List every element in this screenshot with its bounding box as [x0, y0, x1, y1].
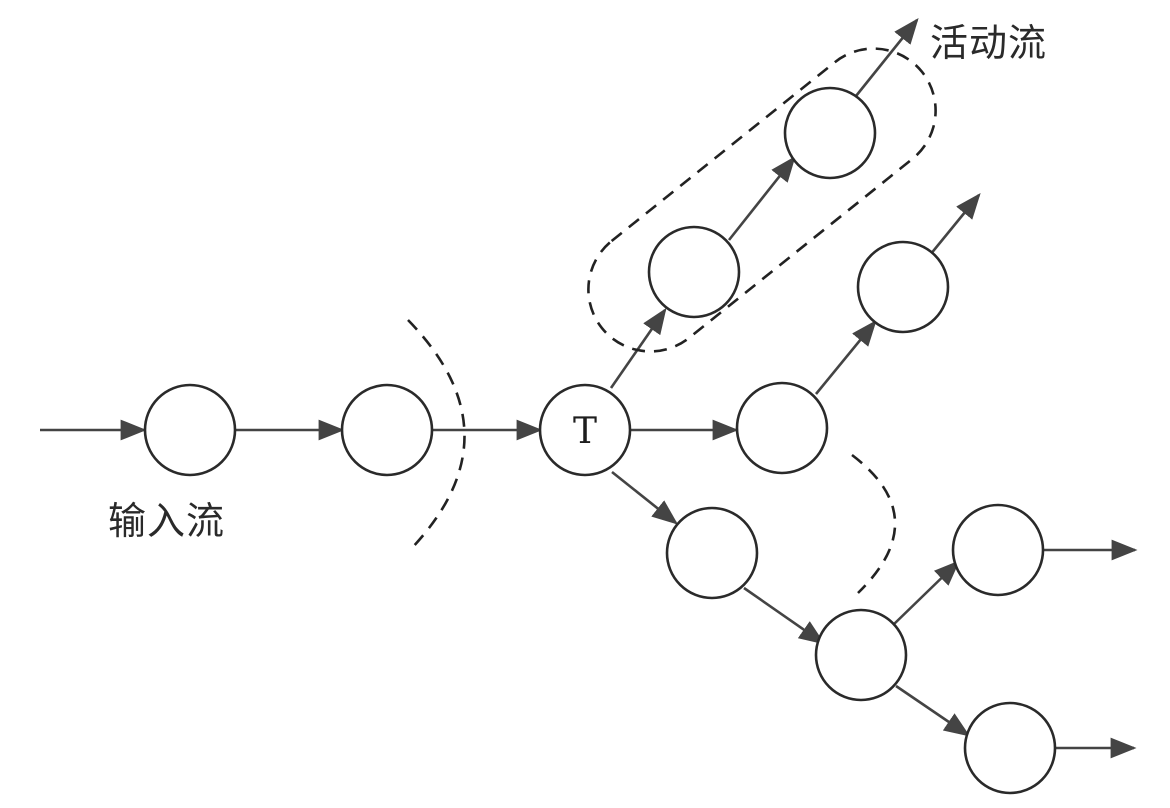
- edge-c2-to-c3: [891, 560, 960, 627]
- node-lower-3: [951, 503, 1045, 597]
- node-input-1: [143, 383, 237, 477]
- edge-c2-to-c4: [895, 684, 971, 737]
- active-stream-outline: [587, 47, 937, 353]
- node-branch-1: [735, 381, 829, 475]
- node-input-2: [340, 383, 434, 477]
- nodes: T: [143, 86, 1057, 795]
- edge-b1-to-b2: [814, 319, 877, 395]
- edge-c1-to-c2: [743, 586, 826, 645]
- edge-a1-to-a2: [727, 155, 796, 241]
- node-active-1: [647, 225, 741, 319]
- node-branch-2: [856, 240, 950, 334]
- node-tee: [538, 383, 632, 477]
- active-stream-label: 活动流: [930, 21, 1048, 65]
- node-lower-4: [963, 701, 1057, 795]
- edge-tee-to-c1: [611, 470, 679, 525]
- node-tee-label: T: [573, 411, 597, 452]
- input-stream-label: 输入流: [108, 499, 226, 543]
- node-lower-2: [814, 608, 908, 702]
- edges: [40, 17, 1138, 759]
- cut-arc: [407, 319, 466, 551]
- edge-a2-out: [854, 17, 919, 97]
- branch-arc: [851, 453, 897, 594]
- node-active-2: [783, 86, 877, 180]
- edge-b2-out: [928, 192, 981, 256]
- node-lower-1: [665, 506, 759, 600]
- dashed-markers: [407, 47, 937, 594]
